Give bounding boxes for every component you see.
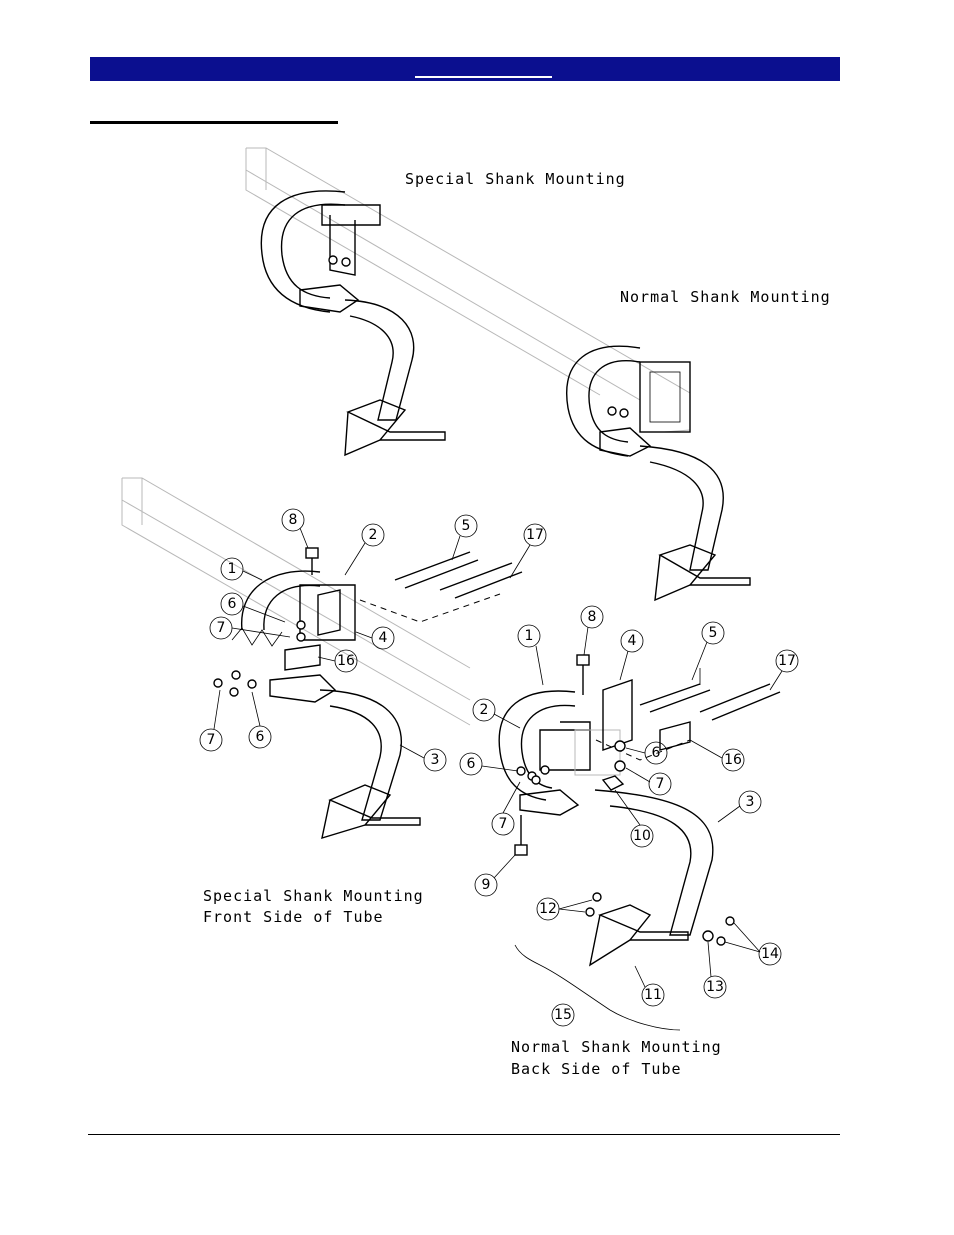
callout-r-13: 13 [706,979,724,995]
callout-r-9: 9 [482,877,491,893]
callout-r-7b: 7 [499,816,508,832]
callout-r-6: 6 [467,756,476,772]
callout-r-17: 17 [778,653,796,669]
callout-r-3: 3 [746,794,755,810]
callout-r-4: 4 [628,633,637,649]
callout-17: 17 [526,527,544,543]
caption-top-normal: Normal Shank Mounting [620,288,831,306]
tube-end [640,362,690,432]
caption-left-line2: Front Side of Tube [203,908,384,926]
caption-top-special: Special Shank Mounting [405,170,626,188]
callout-r-6b: 6 [652,745,661,761]
callout-r-1: 1 [525,628,534,644]
callout-1: 1 [228,561,237,577]
callout-6b: 6 [256,729,265,745]
callout-r-2: 2 [480,702,489,718]
caption-left-line1: Special Shank Mounting [203,887,424,905]
callout-r-8: 8 [588,609,597,625]
callout-r-16: 16 [724,752,742,768]
callout-r-15: 15 [554,1007,572,1023]
callout-2: 2 [369,527,378,543]
callout-r-14: 14 [761,946,779,962]
callout-r-5: 5 [709,625,718,641]
callout-8: 8 [289,512,298,528]
caption-right-line1: Normal Shank Mounting [511,1038,722,1056]
callout-r-7: 7 [656,776,665,792]
callout-r-10: 10 [633,828,651,844]
left-callouts: 8 2 5 17 1 6 7 4 16 7 6 3 [200,509,546,771]
caption-right-line2: Back Side of Tube [511,1060,682,1078]
callout-7b: 7 [207,732,216,748]
right-callouts: 8 4 5 17 1 2 6 6 7 16 3 7 10 9 12 14 13 … [460,606,798,1026]
callout-6: 6 [228,596,237,612]
callout-3: 3 [431,752,440,768]
callout-4: 4 [379,630,388,646]
callout-r-12: 12 [539,901,557,917]
callout-16: 16 [337,653,355,669]
top-tube-assembly [246,148,750,600]
callout-r-11: 11 [644,987,662,1003]
callout-5: 5 [462,518,471,534]
callout-7: 7 [217,620,226,636]
